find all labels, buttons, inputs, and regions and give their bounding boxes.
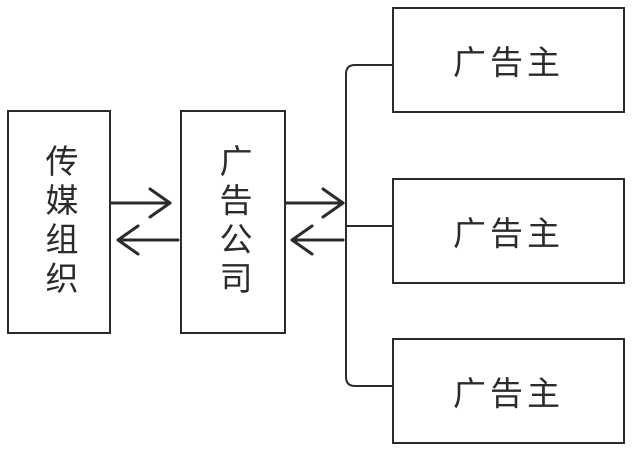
ad-agency-box: 广告公司: [180, 110, 286, 334]
advertiser-bracket: [345, 64, 392, 387]
advertiser-label: 广告主: [453, 374, 564, 413]
media-organization-label: 传媒组织: [40, 144, 79, 300]
advertiser-label: 广告主: [453, 43, 564, 82]
advertiser-box: 广告主: [392, 178, 625, 284]
advertiser-box: 广告主: [392, 338, 625, 444]
arrow-media-to-agency: [109, 187, 172, 219]
arrow-advertisers-to-agency: [290, 224, 345, 256]
advertiser-box: 广告主: [392, 7, 625, 113]
ad-agency-label: 广告公司: [214, 144, 253, 300]
advertiser-label: 广告主: [453, 214, 564, 253]
media-organization-box: 传媒组织: [7, 110, 111, 334]
arrow-agency-to-media: [116, 224, 180, 256]
arrow-agency-to-advertisers: [284, 187, 345, 219]
